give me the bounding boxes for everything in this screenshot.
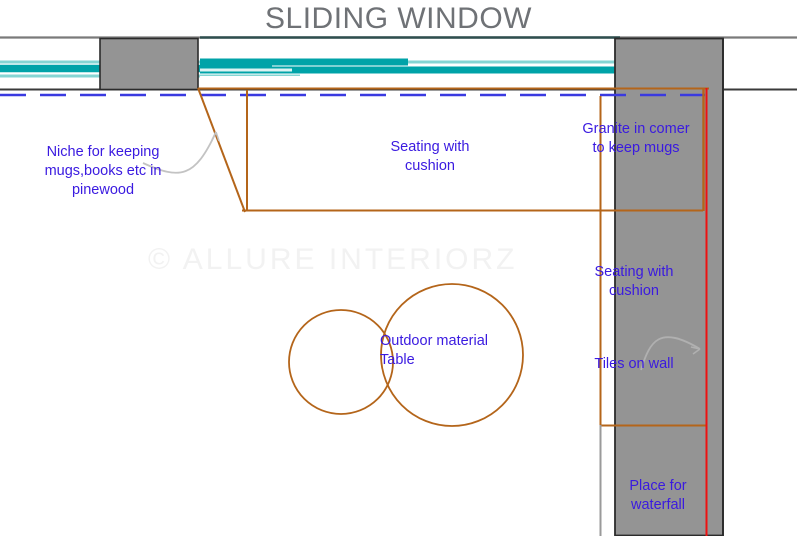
table-small-circle	[288, 309, 394, 415]
table-large-circle	[380, 283, 524, 427]
tiles-leader-arrow	[690, 346, 701, 355]
left-wall-pier	[99, 37, 199, 91]
watermark: © ALLURE INTERIORZ	[148, 243, 518, 276]
niche-leader-arrow	[211, 131, 220, 142]
niche-leader-line	[142, 131, 217, 174]
niche-diagonal-edge	[197, 87, 246, 213]
sliding-window-right-panel	[200, 58, 618, 78]
page-title: SLIDING WINDOW	[265, 2, 532, 35]
tiles-leader-line	[640, 336, 701, 371]
